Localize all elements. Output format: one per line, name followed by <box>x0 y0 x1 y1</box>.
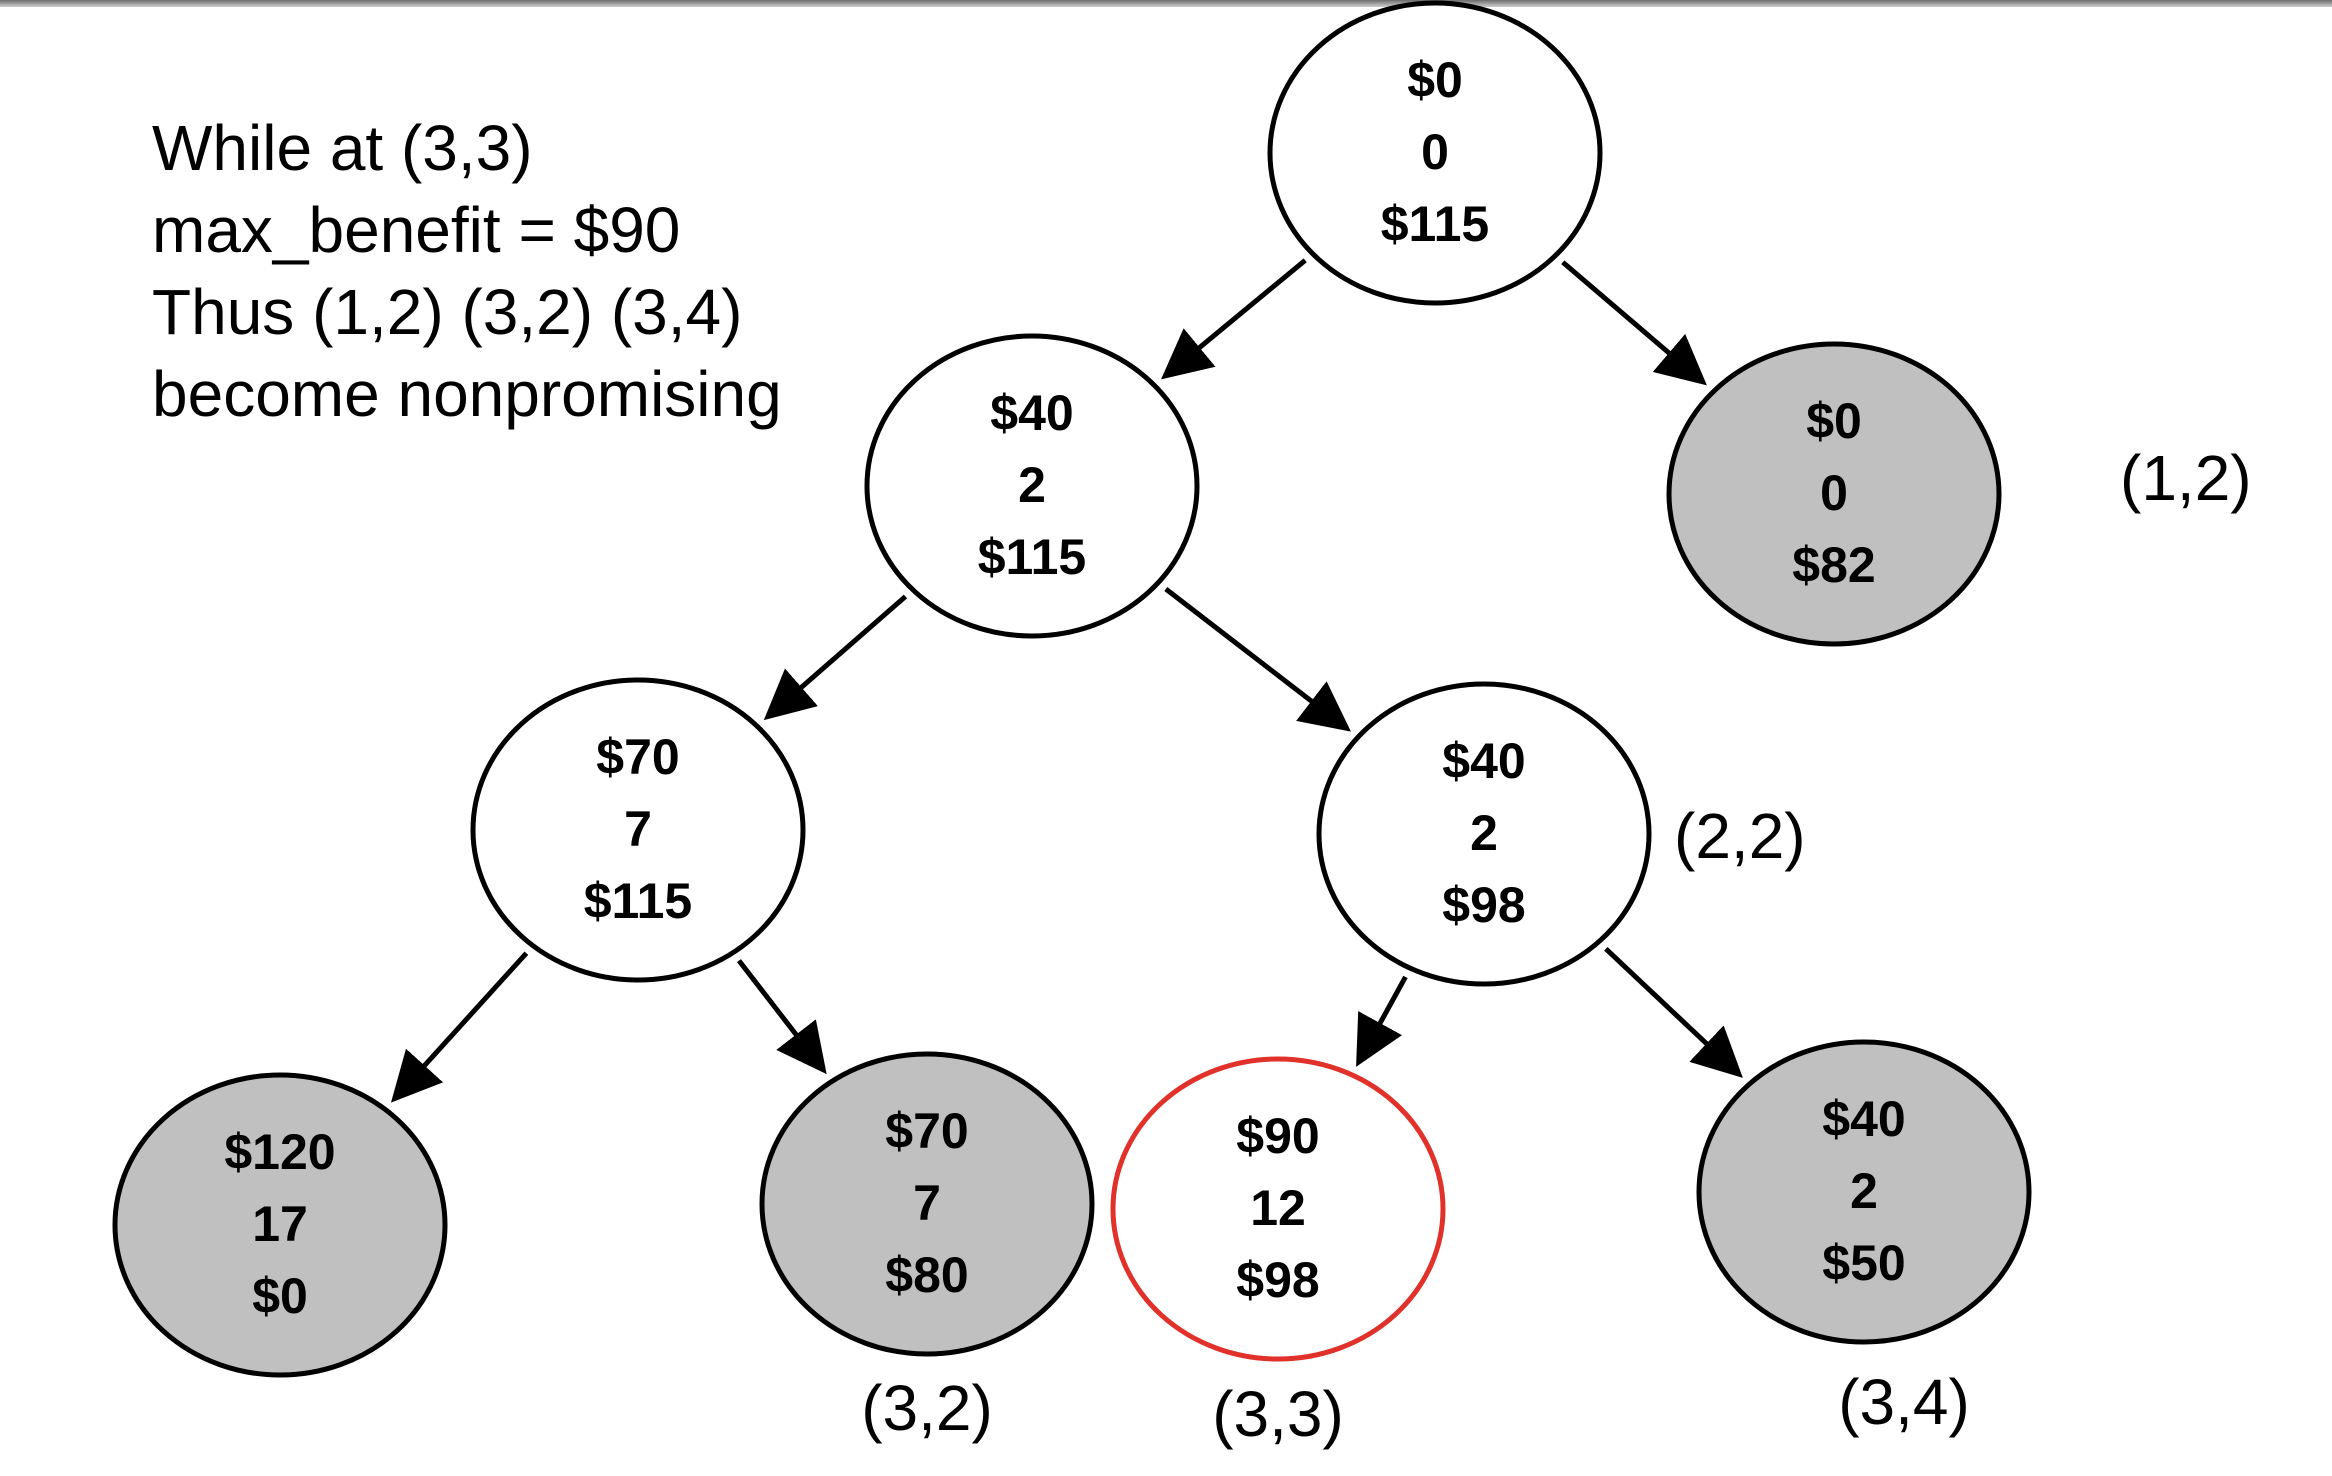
node-benefit: $40 <box>990 385 1073 441</box>
node-bound: $80 <box>885 1247 968 1303</box>
node-label: (3,2) <box>861 1372 993 1444</box>
node-weight: 17 <box>252 1196 308 1252</box>
tree-node-2-1: $70 7 $115 <box>470 677 806 983</box>
info-line-4: become nonpromising <box>152 358 782 430</box>
node-ellipse <box>759 1051 1095 1357</box>
node-benefit: $0 <box>1806 393 1862 449</box>
node-bound: $115 <box>1381 196 1489 252</box>
node-benefit: $70 <box>596 729 679 785</box>
node-bound: $0 <box>252 1268 308 1324</box>
node-bound: $115 <box>978 529 1086 585</box>
node-weight: 0 <box>1820 465 1848 521</box>
node-bound: $82 <box>1792 537 1875 593</box>
edge-root-to-1-1 <box>1161 258 1307 380</box>
node-benefit: $40 <box>1442 733 1525 789</box>
info-line-2: max_benefit = $90 <box>152 194 680 266</box>
node-label: (3,4) <box>1838 1366 1970 1438</box>
tree-edges <box>390 258 1743 1103</box>
info-line-3: Thus (1,2) (3,2) (3,4) <box>152 276 742 348</box>
node-ellipse <box>112 1072 448 1378</box>
node-benefit: $40 <box>1822 1091 1905 1147</box>
top-border <box>0 0 2332 7</box>
node-weight: 2 <box>1470 805 1498 861</box>
tree-node-1-2: $0 0 $82 (1,2) <box>1666 341 2252 647</box>
node-label: (1,2) <box>2120 442 2252 514</box>
info-text-block: While at (3,3) max_benefit = $90 Thus (1… <box>152 112 782 430</box>
edge-1-1-to-2-2 <box>1164 587 1351 732</box>
edge-2-2-to-3-3 <box>1356 975 1408 1067</box>
node-ellipse <box>1110 1056 1446 1362</box>
node-weight: 0 <box>1421 124 1449 180</box>
tree-node-3-4: $40 2 $50 (3,4) <box>1696 1039 2032 1438</box>
node-ellipse <box>1666 341 2002 647</box>
node-weight: 2 <box>1018 457 1046 513</box>
node-label: (3,3) <box>1212 1378 1344 1450</box>
node-label: (2,2) <box>1674 800 1806 872</box>
node-weight: 7 <box>913 1175 941 1231</box>
edge-2-1-to-3-1 <box>390 951 529 1103</box>
tree-node-3-3: $90 12 $98 (3,3) <box>1110 1056 1446 1450</box>
edge-2-2-to-3-4 <box>1604 946 1743 1078</box>
node-benefit: $0 <box>1407 52 1463 108</box>
node-bound: $98 <box>1236 1252 1319 1308</box>
node-weight: 2 <box>1850 1163 1878 1219</box>
tree-node-1-1: $40 2 $115 <box>864 333 1200 639</box>
node-ellipse <box>1696 1039 2032 1345</box>
node-benefit: $70 <box>885 1103 968 1159</box>
node-bound: $98 <box>1442 877 1525 933</box>
tree-node-3-1: $120 17 $0 <box>112 1072 448 1378</box>
node-benefit: $90 <box>1236 1108 1319 1164</box>
node-ellipse <box>470 677 806 983</box>
edge-1-1-to-2-1 <box>763 594 908 721</box>
edge-2-1-to-3-2 <box>736 959 827 1075</box>
node-bound: $115 <box>584 873 692 929</box>
tree-nodes: $0 0 $115 $40 2 $115 $0 0 $82 (1,2) $70 7 $115 $40 2 $9… <box>112 0 2252 1450</box>
tree-node-2-2: $40 2 $98 (2,2) <box>1316 681 1806 987</box>
node-ellipse <box>1316 681 1652 987</box>
node-weight: 12 <box>1250 1180 1306 1236</box>
edge-root-to-1-2 <box>1561 260 1707 386</box>
info-line-1: While at (3,3) <box>152 112 533 184</box>
node-bound: $50 <box>1822 1235 1905 1291</box>
node-ellipse <box>1267 0 1603 306</box>
node-benefit: $120 <box>224 1124 335 1180</box>
tree-node-3-2: $70 7 $80 (3,2) <box>759 1051 1095 1444</box>
node-ellipse <box>864 333 1200 639</box>
node-weight: 7 <box>624 801 652 857</box>
tree-node-root: $0 0 $115 <box>1267 0 1603 306</box>
